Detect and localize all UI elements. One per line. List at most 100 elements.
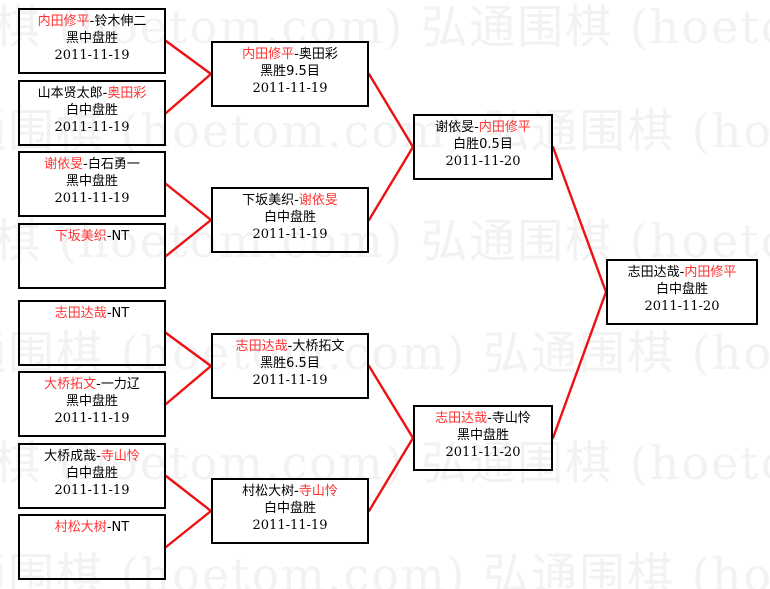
match-players: 内田修平-铃木伸二 [20, 13, 164, 30]
match-result: 黑中盘胜 [456, 428, 509, 444]
player-left: 下坂美织 [242, 193, 295, 208]
player-right: 内田修平 [684, 265, 737, 280]
player-separator: - [83, 157, 88, 172]
player-left: 志田达哉 [435, 411, 488, 426]
match-date: 2011-11-19 [54, 483, 130, 499]
match-result: 黑中盘胜 [65, 394, 118, 410]
player-separator: - [102, 86, 108, 101]
match-result: 白中盘胜 [263, 210, 316, 226]
match-result: 黑胜9.5目 [260, 64, 320, 80]
match-players: 志田达哉-内田修平 [608, 264, 756, 281]
player-separator: - [294, 47, 299, 62]
match-box-r1m4[interactable]: 下坂美织-NT [18, 223, 166, 289]
match-result: 黑中盘胜 [65, 174, 118, 190]
player-right: 谢依旻 [298, 193, 338, 208]
connector-line-0 [164, 39, 213, 76]
match-result: 白中盘胜 [263, 501, 316, 517]
connector-line-4 [164, 331, 213, 368]
player-right: 奥田彩 [107, 86, 147, 101]
player-separator: - [106, 306, 112, 321]
match-date: 2011-11-19 [252, 81, 328, 97]
player-left: 志田达哉 [627, 265, 680, 280]
player-right: 白石勇一 [87, 157, 140, 172]
match-box-r1m8[interactable]: 村松大树-NT [18, 514, 166, 580]
connector-line-5 [164, 364, 213, 406]
match-players: 大桥成哉-寺山怜 [20, 448, 164, 465]
player-separator: - [287, 339, 293, 354]
player-left: 下坂美织 [54, 229, 107, 244]
match-players: 村松大树-NT [20, 519, 164, 536]
connector-line-11 [367, 436, 415, 513]
player-right: NT [111, 306, 130, 321]
player-left: 村松大树 [54, 520, 107, 535]
match-players: 内田修平-奥田彩 [213, 46, 367, 63]
player-left: 山本贤太郎 [37, 86, 103, 101]
player-separator: - [89, 14, 95, 29]
match-players: 谢依旻-内田修平 [415, 119, 551, 136]
player-separator: - [96, 377, 101, 392]
player-left: 内田修平 [37, 14, 90, 29]
match-date: 2011-11-19 [252, 373, 328, 389]
match-players: 志田达哉-寺山怜 [415, 410, 551, 427]
connector-line-9 [367, 145, 415, 222]
match-result: 白中盘胜 [65, 466, 118, 482]
match-date: 2011-11-19 [54, 191, 130, 207]
player-left: 内田修平 [242, 47, 295, 62]
match-result: 白胜0.5目 [453, 137, 513, 153]
connector-line-12 [551, 145, 608, 294]
match-date: 2011-11-20 [644, 299, 720, 315]
player-separator: - [487, 411, 492, 426]
match-result: 黑中盘胜 [65, 31, 118, 47]
player-separator: - [679, 265, 685, 280]
player-left: 大桥拓文 [44, 377, 97, 392]
player-right: NT [111, 520, 130, 535]
match-players: 村松大树-寺山怜 [213, 483, 367, 500]
player-right: 寺山怜 [491, 411, 531, 426]
match-players: 志田达哉-大桥拓文 [213, 338, 367, 355]
match-players: 下坂美织-谢依旻 [213, 192, 367, 209]
match-players: 山本贤太郎-奥田彩 [20, 85, 164, 102]
match-players: 大桥拓文-一力辽 [20, 376, 164, 393]
match-players: 下坂美织-NT [20, 228, 164, 245]
match-date: 2011-11-20 [445, 445, 521, 461]
match-box-r1m5[interactable]: 志田达哉-NT [18, 300, 166, 366]
player-separator: - [106, 229, 112, 244]
player-right: 一力辽 [100, 377, 140, 392]
match-date: 2011-11-19 [252, 227, 328, 243]
connector-line-3 [164, 182, 213, 222]
player-right: 奥田彩 [298, 47, 338, 62]
player-left: 志田达哉 [235, 339, 288, 354]
connector-line-10 [367, 364, 415, 440]
player-separator: - [294, 193, 299, 208]
match-date: 2011-11-19 [252, 518, 328, 534]
match-date: 2011-11-20 [445, 154, 521, 170]
match-result: 白中盘胜 [65, 103, 118, 119]
player-separator: - [474, 120, 479, 135]
match-date: 2011-11-19 [54, 48, 130, 64]
player-left: 谢依旻 [44, 157, 84, 172]
player-left: 村松大树 [242, 484, 295, 499]
connector-line-8 [367, 72, 415, 149]
player-left: 谢依旻 [435, 120, 475, 135]
match-date: 2011-11-19 [54, 120, 130, 136]
connector-line-7 [164, 509, 213, 549]
connector-line-1 [164, 72, 213, 115]
match-date: 2011-11-19 [54, 411, 130, 427]
match-players: 志田达哉-NT [20, 305, 164, 322]
player-right: 寺山怜 [298, 484, 338, 499]
player-right: NT [111, 229, 130, 244]
player-left: 志田达哉 [54, 306, 107, 321]
